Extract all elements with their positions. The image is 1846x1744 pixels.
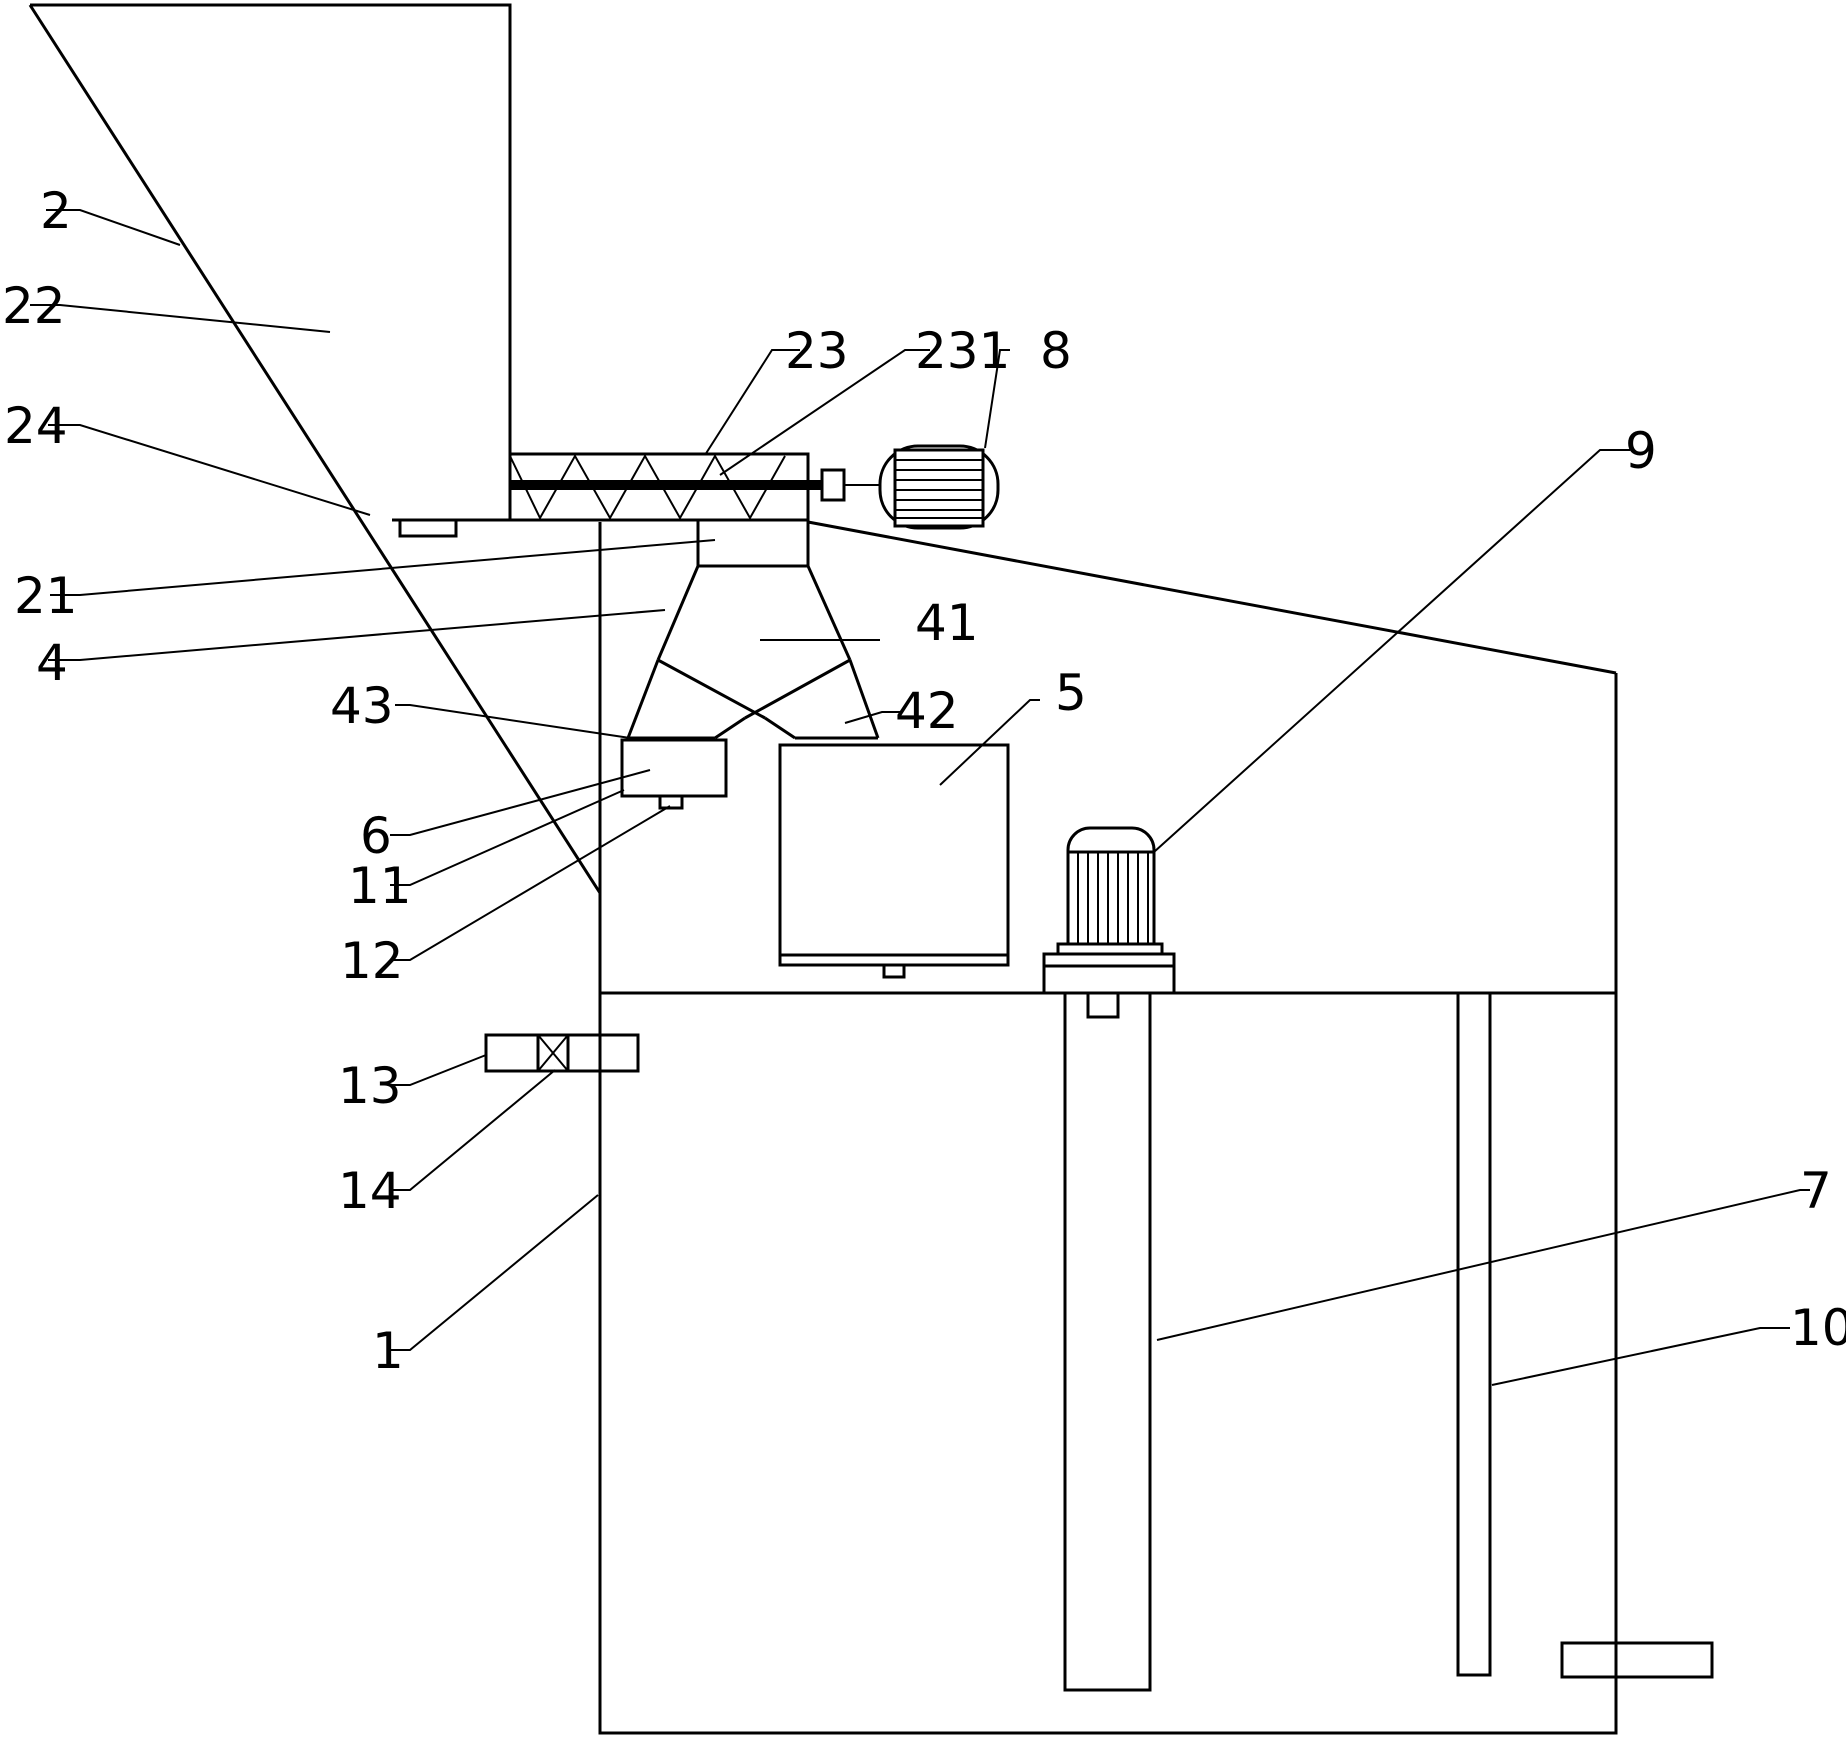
label-7: 7 [1800, 1162, 1832, 1220]
label-12: 12 [340, 932, 404, 990]
splitter-4 [626, 518, 880, 740]
valve-assembly [484, 1033, 640, 1073]
label-11: 11 [348, 857, 412, 915]
screw-conveyor [508, 452, 880, 522]
callout-labels: 2 22 24 21 4 43 6 11 12 13 14 1 23 231 8… [2, 182, 1846, 1380]
label-21: 21 [14, 567, 78, 625]
motor-9 [1042, 826, 1176, 1019]
label-24: 24 [4, 397, 68, 455]
stirrer-shaft-7 [1063, 991, 1152, 1692]
label-8: 8 [1040, 322, 1072, 380]
motor-8 [878, 444, 1000, 530]
label-5: 5 [1055, 664, 1087, 722]
tank-body [598, 991, 1618, 1735]
label-13: 13 [338, 1057, 402, 1115]
label-2: 2 [40, 182, 72, 240]
screw-shaft-231 [510, 480, 828, 490]
label-10: 10 [1790, 1299, 1846, 1357]
label-41: 41 [915, 594, 979, 652]
base-foot [1560, 1641, 1714, 1679]
label-6: 6 [360, 807, 392, 865]
label-23: 23 [785, 322, 849, 380]
hopper-foot-24 [398, 518, 458, 538]
label-1: 1 [372, 1322, 404, 1380]
hopper [28, 3, 602, 894]
label-231: 231 [915, 322, 1010, 380]
pipe-10 [1456, 991, 1492, 1677]
label-43: 43 [330, 677, 394, 735]
upper-housing [598, 520, 1618, 993]
label-9: 9 [1625, 422, 1657, 480]
label-42: 42 [895, 682, 959, 740]
shaft-coupling [820, 468, 846, 502]
leader-lines [30, 209, 1810, 1386]
label-22: 22 [2, 277, 66, 335]
container-5 [778, 743, 1010, 979]
label-4: 4 [36, 634, 68, 692]
collector-6 [620, 738, 728, 810]
label-14: 14 [338, 1162, 402, 1220]
